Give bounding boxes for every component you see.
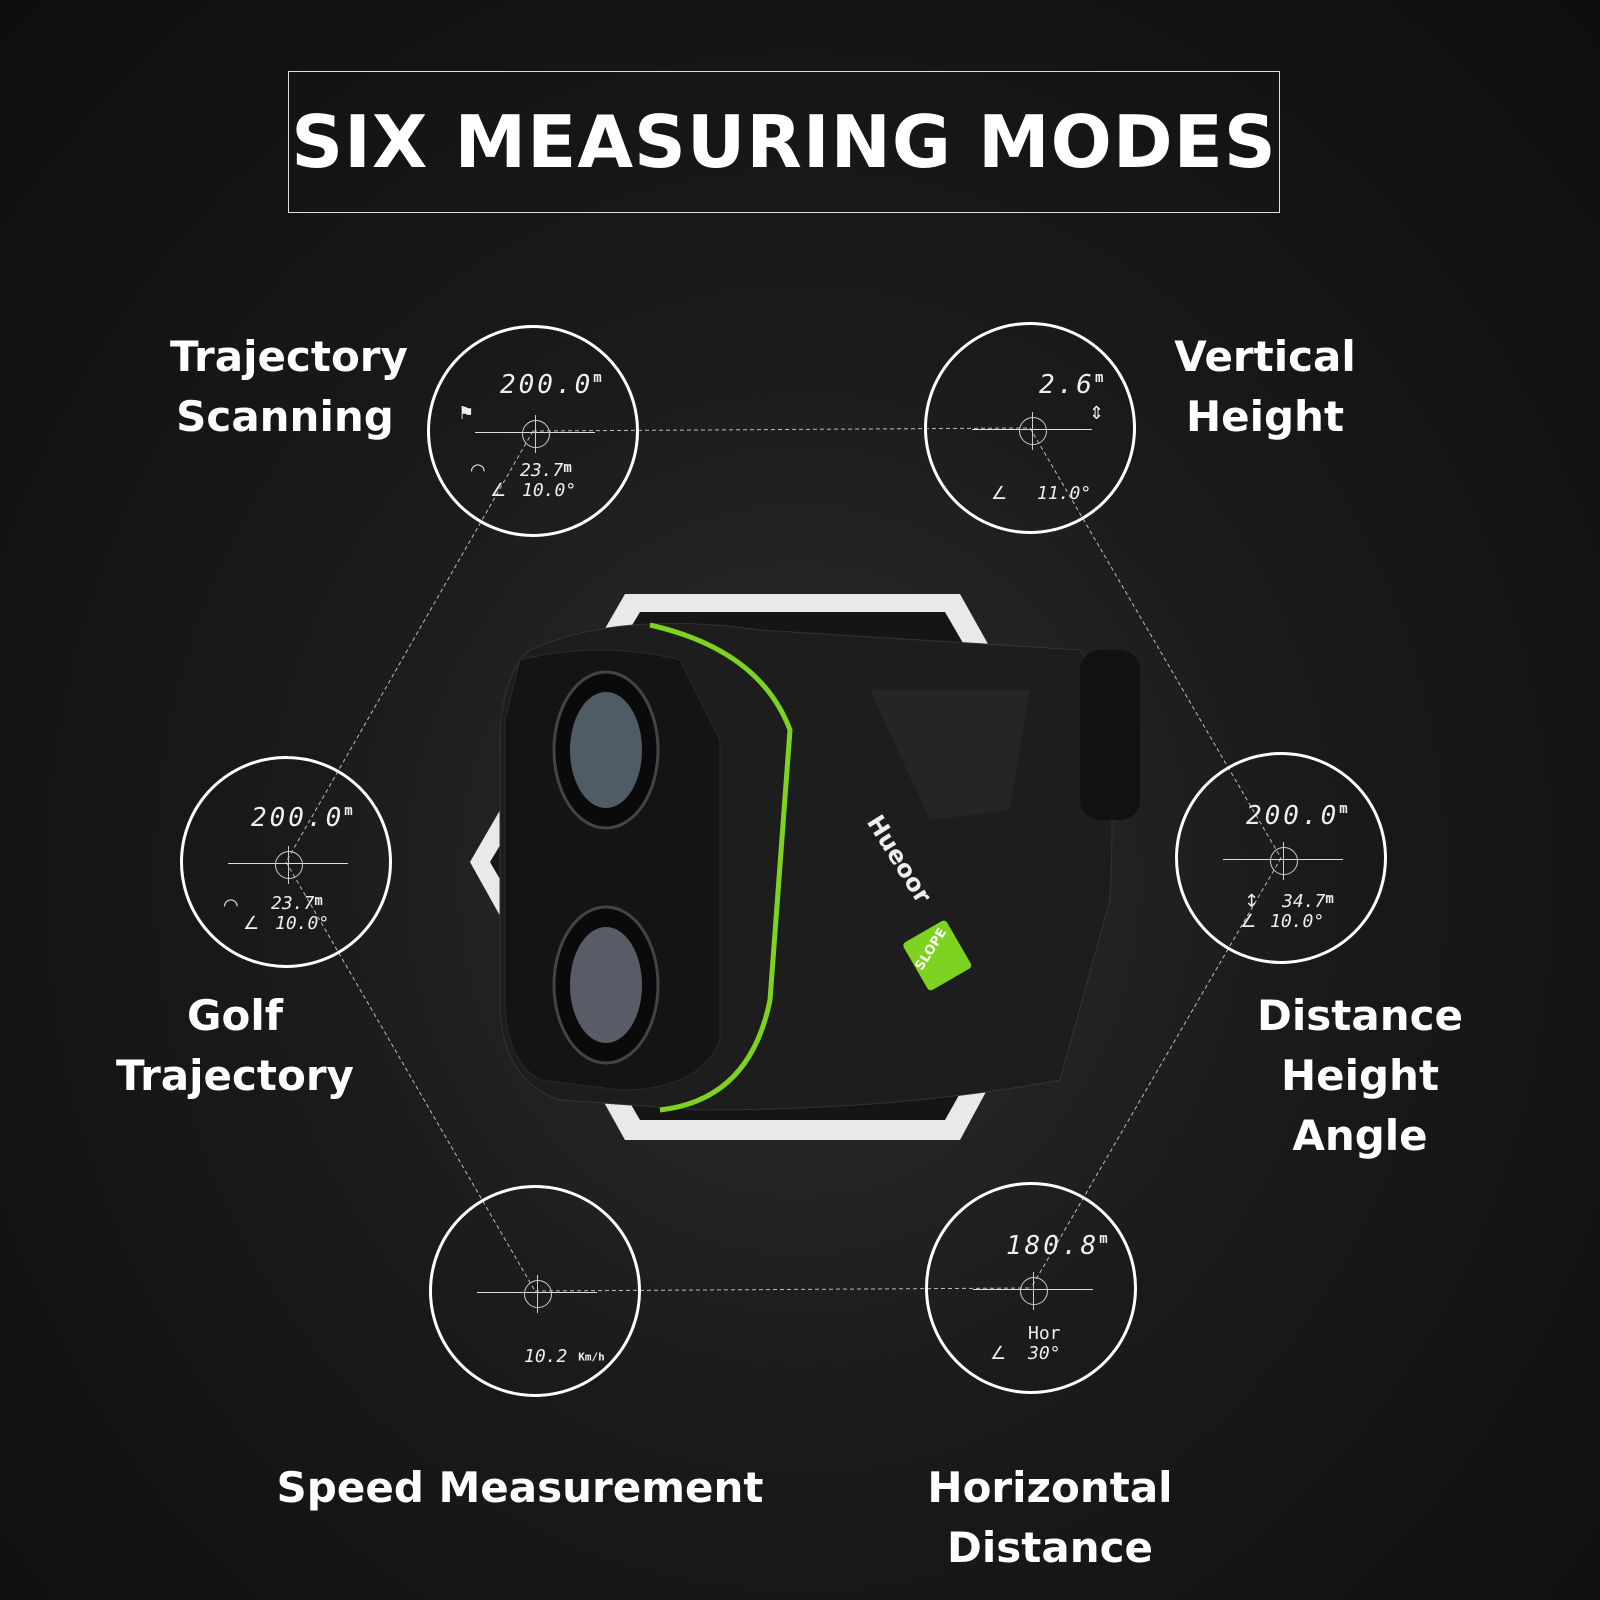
unit: m — [314, 893, 323, 909]
primary-reading: 200.0 — [500, 370, 594, 400]
scope-golf-trajectory: 200.0m ◠ 23.7m ∠ 10.0° — [180, 756, 392, 968]
mode-label-trajectory-scanning: Trajectory Scanning — [170, 327, 408, 447]
label-line: Scanning — [176, 392, 394, 441]
label-line: Vertical — [1174, 332, 1356, 381]
angle-reading: 10.0° — [522, 480, 577, 501]
height-icon: ↕ — [1244, 891, 1260, 912]
unit: Km/h — [578, 1350, 605, 1364]
unit: m — [344, 803, 356, 819]
mode-label-horizontal-distance: Horizontal Distance — [820, 1458, 1280, 1578]
unit: m — [1339, 801, 1351, 817]
scope-speed-measurement: 10.2 Km/h — [429, 1185, 641, 1397]
mode-label-golf-trajectory: Golf Trajectory — [110, 986, 360, 1106]
primary-reading: 2.6 — [1039, 370, 1095, 400]
trajectory-arc-icon: ◠ — [470, 460, 486, 481]
unit: m — [593, 370, 605, 386]
rangefinder-device — [499, 622, 1140, 1113]
label-line: Horizontal Distance — [927, 1463, 1173, 1572]
angle-reading: 10.0° — [1270, 911, 1325, 932]
reticle-icon — [1019, 412, 1047, 450]
angle-icon: ∠ — [991, 483, 1008, 504]
flag-icon: ⚑ — [458, 403, 475, 424]
label-line: Trajectory — [116, 1051, 354, 1100]
secondary-reading: 23.7 — [271, 893, 315, 914]
label-line: Speed Measurement — [276, 1463, 764, 1512]
unit: m — [1099, 1231, 1111, 1247]
scope-vertical-height: 2.6m ⇕ ∠ 11.0° — [924, 322, 1136, 534]
mode-label-speed-measurement: Speed Measurement — [270, 1458, 770, 1518]
angle-icon: ∠ — [1240, 911, 1257, 932]
scope-horizontal-distance: 180.8m Hor ∠ 30° — [925, 1182, 1137, 1394]
reticle-icon — [275, 846, 303, 884]
reticle-icon — [522, 415, 550, 453]
label-line: Trajectory — [170, 332, 408, 381]
label-line: Distance — [1257, 991, 1463, 1040]
page-title: SIX MEASURING MODES — [291, 100, 1277, 184]
angle-reading: 10.0° — [275, 913, 330, 934]
label-line: Angle — [1292, 1111, 1428, 1160]
tree-height-icon: ⇕ — [1089, 403, 1105, 424]
reticle-icon — [1270, 842, 1298, 880]
unit: m — [1325, 891, 1334, 907]
trajectory-arc-icon: ◠ — [223, 895, 239, 916]
mode-label-vertical-height: Vertical Height — [1150, 327, 1380, 447]
reticle-icon — [1020, 1272, 1048, 1310]
label-line: Golf — [187, 991, 283, 1040]
reticle-icon — [524, 1275, 552, 1313]
primary-reading: 180.8 — [1006, 1231, 1100, 1261]
primary-reading: 200.0 — [251, 803, 345, 833]
angle-reading: 30° — [1028, 1343, 1061, 1364]
title-box: SIX MEASURING MODES — [288, 71, 1280, 213]
scope-trajectory-scanning: 200.0m ⚑ ◠ 23.7m ∠ 10.0° — [427, 325, 639, 537]
mode-label-distance-height-angle: Distance Height Angle — [1230, 986, 1490, 1166]
primary-reading: 200.0 — [1246, 801, 1340, 831]
angle-icon: ∠ — [490, 480, 507, 501]
unit: m — [563, 460, 572, 476]
label-line: Height — [1280, 1051, 1440, 1100]
secondary-reading: 23.7 — [520, 460, 564, 481]
angle-icon: ∠ — [243, 913, 260, 934]
angle-icon: ∠ — [990, 1343, 1007, 1364]
unit: m — [1094, 370, 1107, 386]
scope-distance-height-angle: 200.0m ↕ 34.7m ∠ 10.0° — [1175, 752, 1387, 964]
angle-reading: 11.0° — [1037, 483, 1092, 504]
secondary-reading: 34.7 — [1282, 891, 1326, 912]
primary-reading: 10.2 — [524, 1346, 568, 1367]
mode-indicator: Hor — [1028, 1323, 1061, 1344]
label-line: Height — [1185, 392, 1345, 441]
